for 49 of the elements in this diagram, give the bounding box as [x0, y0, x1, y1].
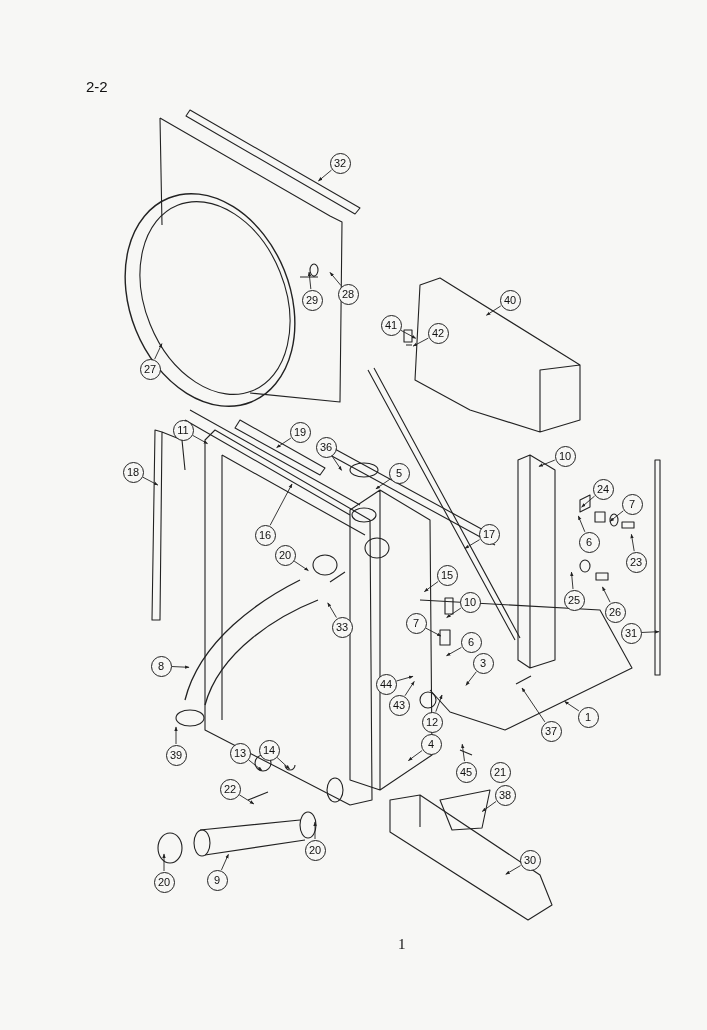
callout-number: 36: [315, 436, 337, 458]
callout-number: 19: [289, 421, 311, 443]
callout-number: 33: [331, 616, 353, 638]
callout-number: 38: [494, 784, 516, 806]
callout-number: 15: [436, 564, 458, 586]
callout-number: 18: [122, 461, 144, 483]
callout-number: 1: [577, 706, 599, 728]
callout-number: 41: [380, 314, 402, 336]
callout-number: 16: [254, 524, 276, 546]
callout-number: 42: [427, 322, 449, 344]
callout-number: 13: [229, 742, 251, 764]
callout-number: 24: [592, 478, 614, 500]
callout-number: 31: [620, 622, 642, 644]
page-number: 1: [398, 936, 406, 953]
callout-number: 37: [540, 720, 562, 742]
callout-number: 11: [172, 419, 194, 441]
callout-number: 17: [478, 523, 500, 545]
callout-number: 6: [460, 631, 482, 653]
callout-number: 23: [625, 551, 647, 573]
callout-number: 10: [554, 445, 576, 467]
callout-number: 40: [499, 289, 521, 311]
callout-number: 29: [301, 289, 323, 311]
callout-number: 14: [258, 739, 280, 761]
callout-number: 44: [375, 673, 397, 695]
callout-number: 45: [455, 761, 477, 783]
callout-number: 39: [165, 744, 187, 766]
callout-number: 7: [405, 612, 427, 634]
page-section-number: 2-2: [86, 78, 108, 95]
callout-number: 3: [472, 652, 494, 674]
callout-number: 27: [139, 358, 161, 380]
callout-number: 12: [421, 711, 443, 733]
callout-number: 28: [337, 283, 359, 305]
callout-number: 8: [150, 655, 172, 677]
callout-number: 32: [329, 152, 351, 174]
callout-number: 20: [153, 871, 175, 893]
callout-number: 20: [304, 839, 326, 861]
callout-number: 25: [563, 589, 585, 611]
callout-number: 30: [519, 849, 541, 871]
callout-number: 7: [621, 493, 643, 515]
callout-number: 21: [489, 761, 511, 783]
callout-number: 20: [274, 544, 296, 566]
callout-number: 5: [388, 462, 410, 484]
callout-number: 4: [420, 733, 442, 755]
callout-number: 26: [604, 601, 626, 623]
callout-number: 10: [459, 591, 481, 613]
callout-number: 6: [578, 531, 600, 553]
callout-number: 22: [219, 778, 241, 800]
callout-number: 43: [388, 694, 410, 716]
callout-number: 9: [206, 869, 228, 891]
